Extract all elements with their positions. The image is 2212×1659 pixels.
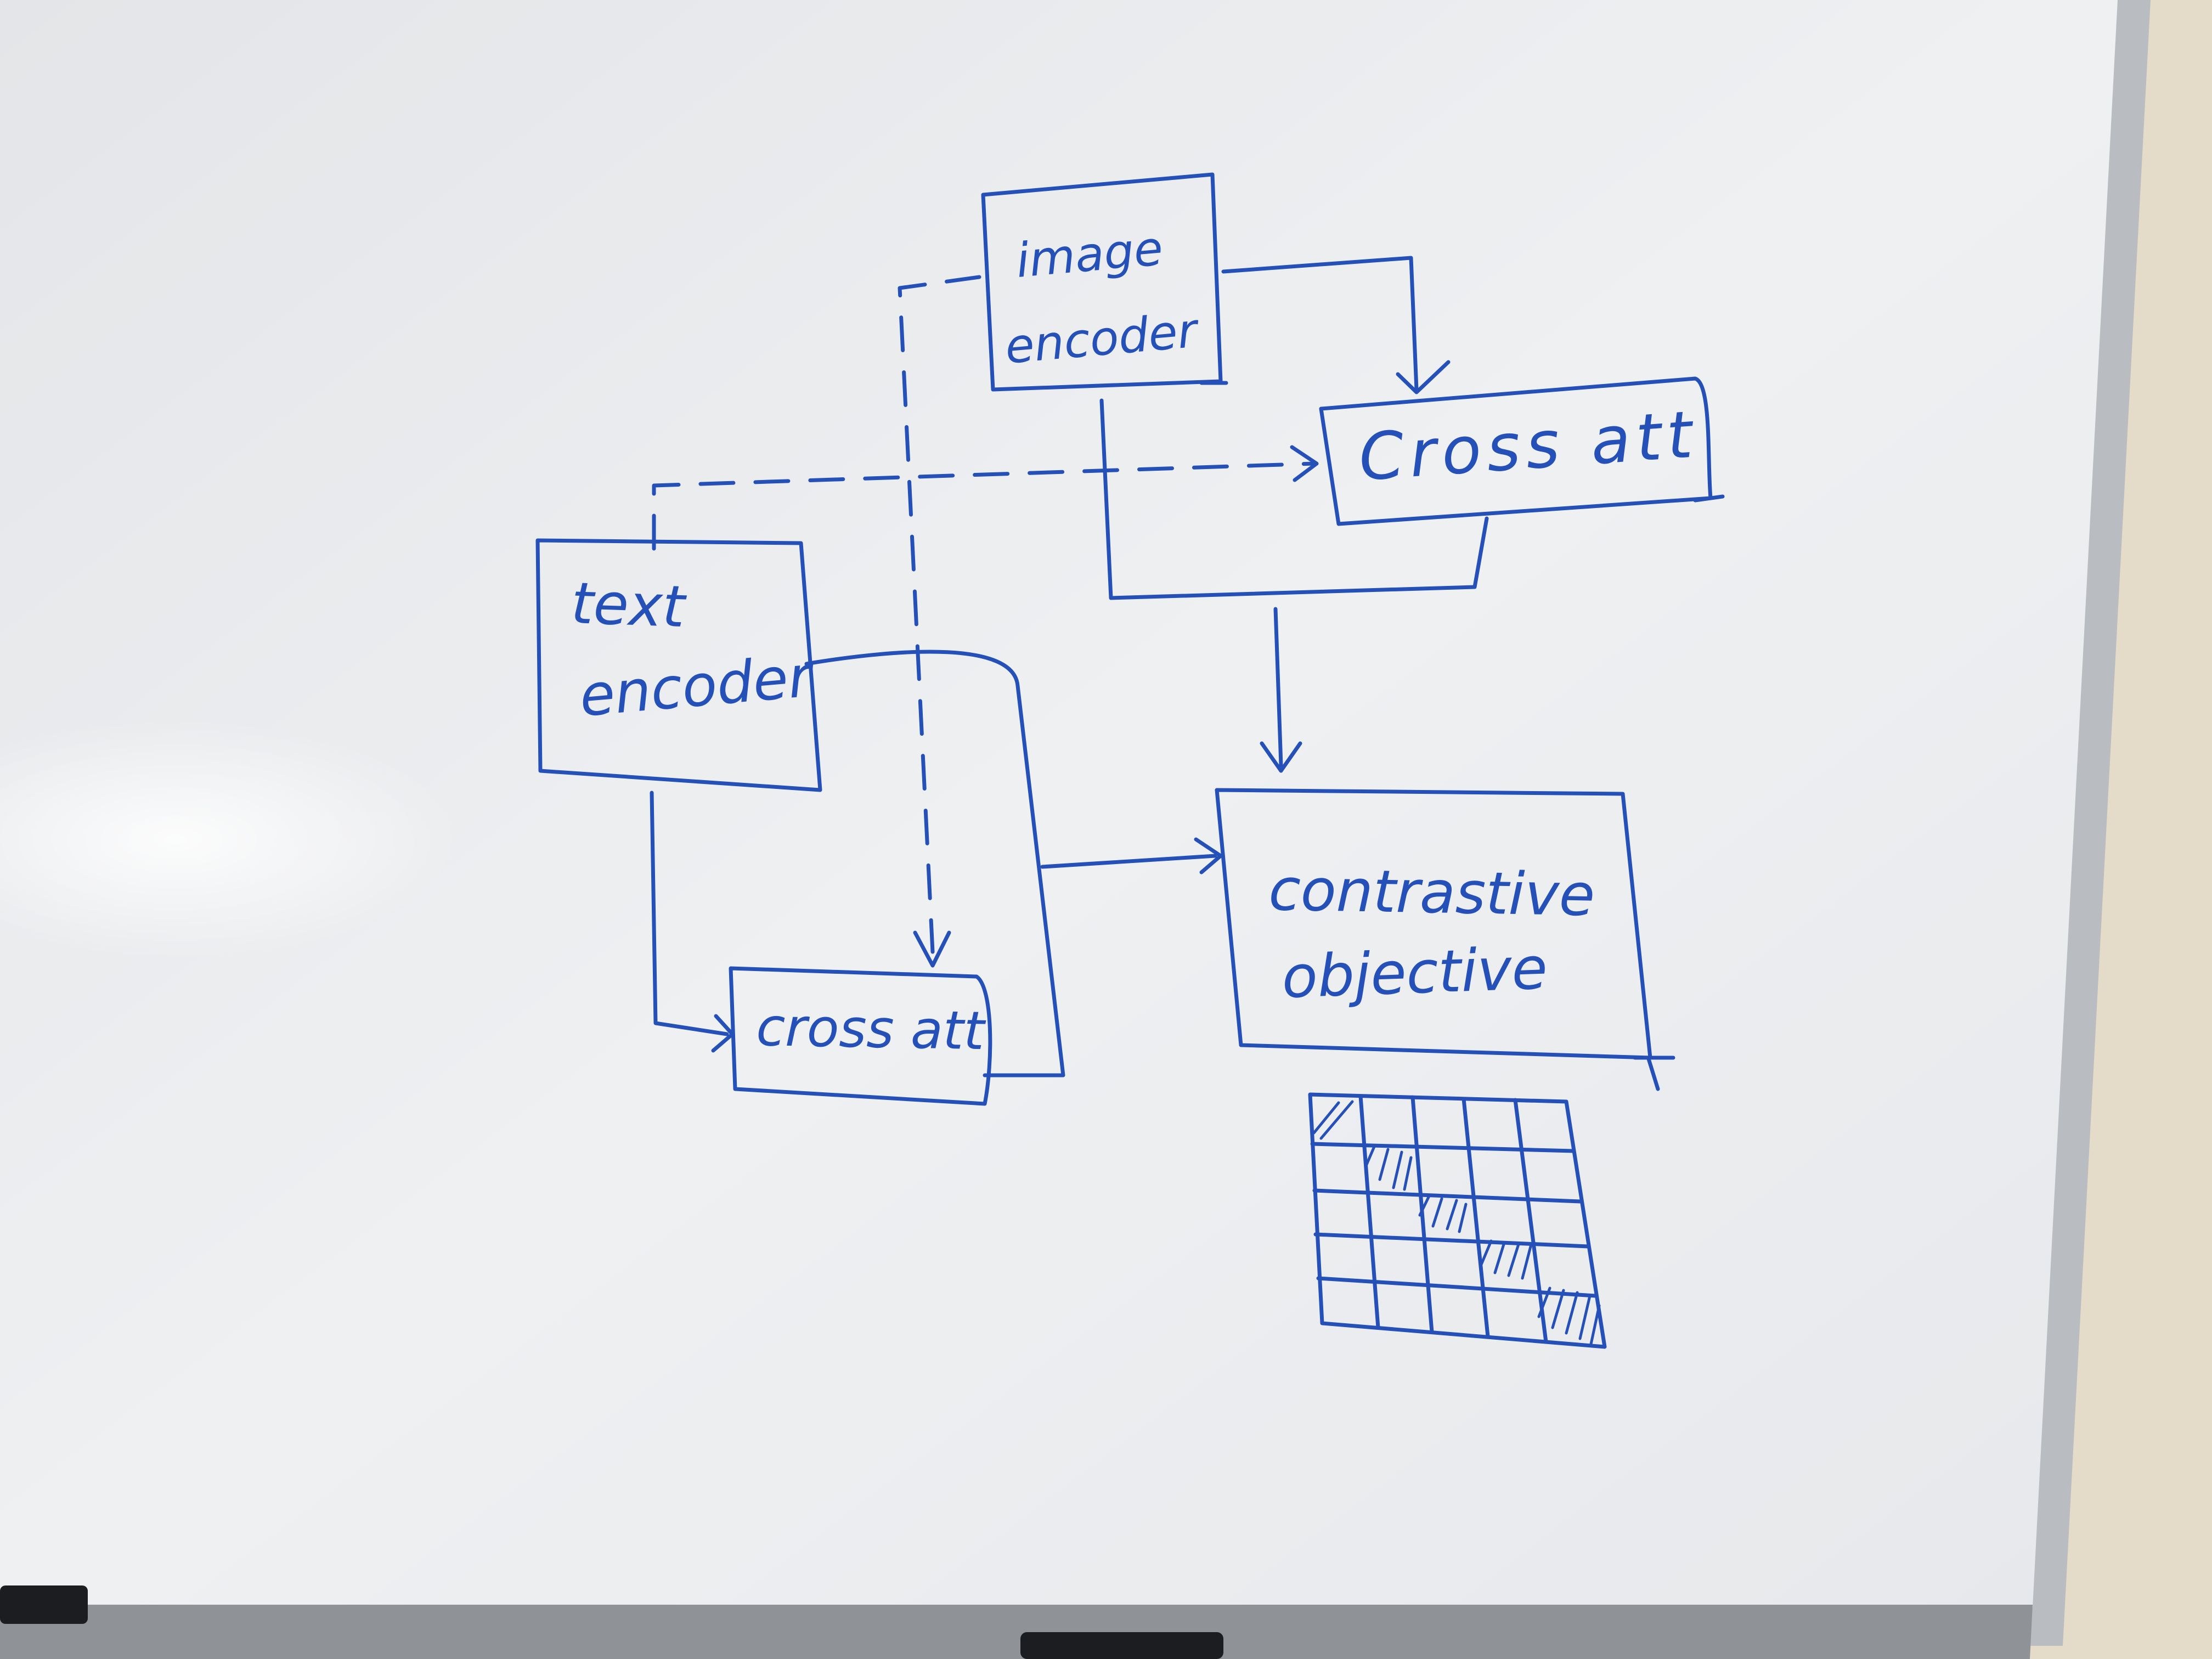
similarity-matrix-sketch: [1308, 1092, 1607, 1349]
contrastive-objective-box-tick: [1633, 1056, 1675, 1091]
matrix-outline: [1308, 1092, 1607, 1349]
arrow-text-to-contrastive-head: [1194, 837, 1223, 874]
cross-att-top-box-tick: [1693, 494, 1725, 503]
matrix-col-line: [1513, 1098, 1548, 1344]
arrow-merge-to-contrastive: [1273, 607, 1283, 768]
arrow-text-to-crossatt-top-head: [1290, 445, 1319, 482]
merge-image-crossatt-top: [1099, 398, 1489, 600]
matrix-diagonal-hatch: [1537, 1286, 1601, 1346]
glare-reflection: [0, 719, 461, 960]
marker-tray: [0, 1605, 2033, 1659]
arrow-text-to-contrastive-branch: [1040, 854, 1217, 869]
matrix-row-line: [1310, 1142, 1576, 1153]
matrix-diagonal-hatch: [1480, 1239, 1532, 1280]
matrix-row-line: [1313, 1232, 1590, 1249]
image-encoder-label-line1: image: [1014, 221, 1165, 289]
matrix-col-line: [1462, 1097, 1490, 1339]
cross-att-bottom-label: cross att: [756, 996, 987, 1062]
text-encoder-label-line1: text: [570, 569, 687, 640]
arrow-image-to-crossatt-bottom-head: [913, 930, 951, 968]
arrow-image-to-crossatt-bottom: [898, 275, 981, 954]
matrix-col-line: [1358, 1094, 1380, 1330]
arrow-text-to-contrastive: [804, 650, 1065, 1077]
whiteboard-surface: [0, 0, 2118, 1607]
contrastive-label-line2: objective: [1281, 934, 1549, 1011]
arrow-merge-to-contrastive-head: [1260, 741, 1302, 773]
arrow-text-to-crossatt-bottom-head: [711, 1014, 735, 1053]
arrow-image-to-crossatt-top: [1221, 256, 1419, 392]
matrix-col-line: [1410, 1095, 1434, 1334]
matrix-diagonal-hatch: [1312, 1100, 1354, 1140]
contrastive-label-line1: contrastive: [1268, 856, 1596, 929]
arrow-text-to-crossatt-bottom: [650, 791, 729, 1036]
marker: [1020, 1632, 1223, 1659]
cross-att-bottom-box: [729, 966, 992, 1106]
matrix-diagonal-hatch: [1418, 1194, 1468, 1233]
eraser: [0, 1585, 88, 1624]
matrix-row-line: [1312, 1188, 1582, 1204]
cross-att-top-box: [1319, 376, 1713, 526]
text-encoder-box: [535, 538, 822, 792]
arrow-image-to-crossatt-top-head: [1396, 360, 1451, 394]
matrix-diagonal-hatch: [1364, 1145, 1413, 1191]
arrow-text-to-crossatt-top: [652, 461, 1316, 551]
